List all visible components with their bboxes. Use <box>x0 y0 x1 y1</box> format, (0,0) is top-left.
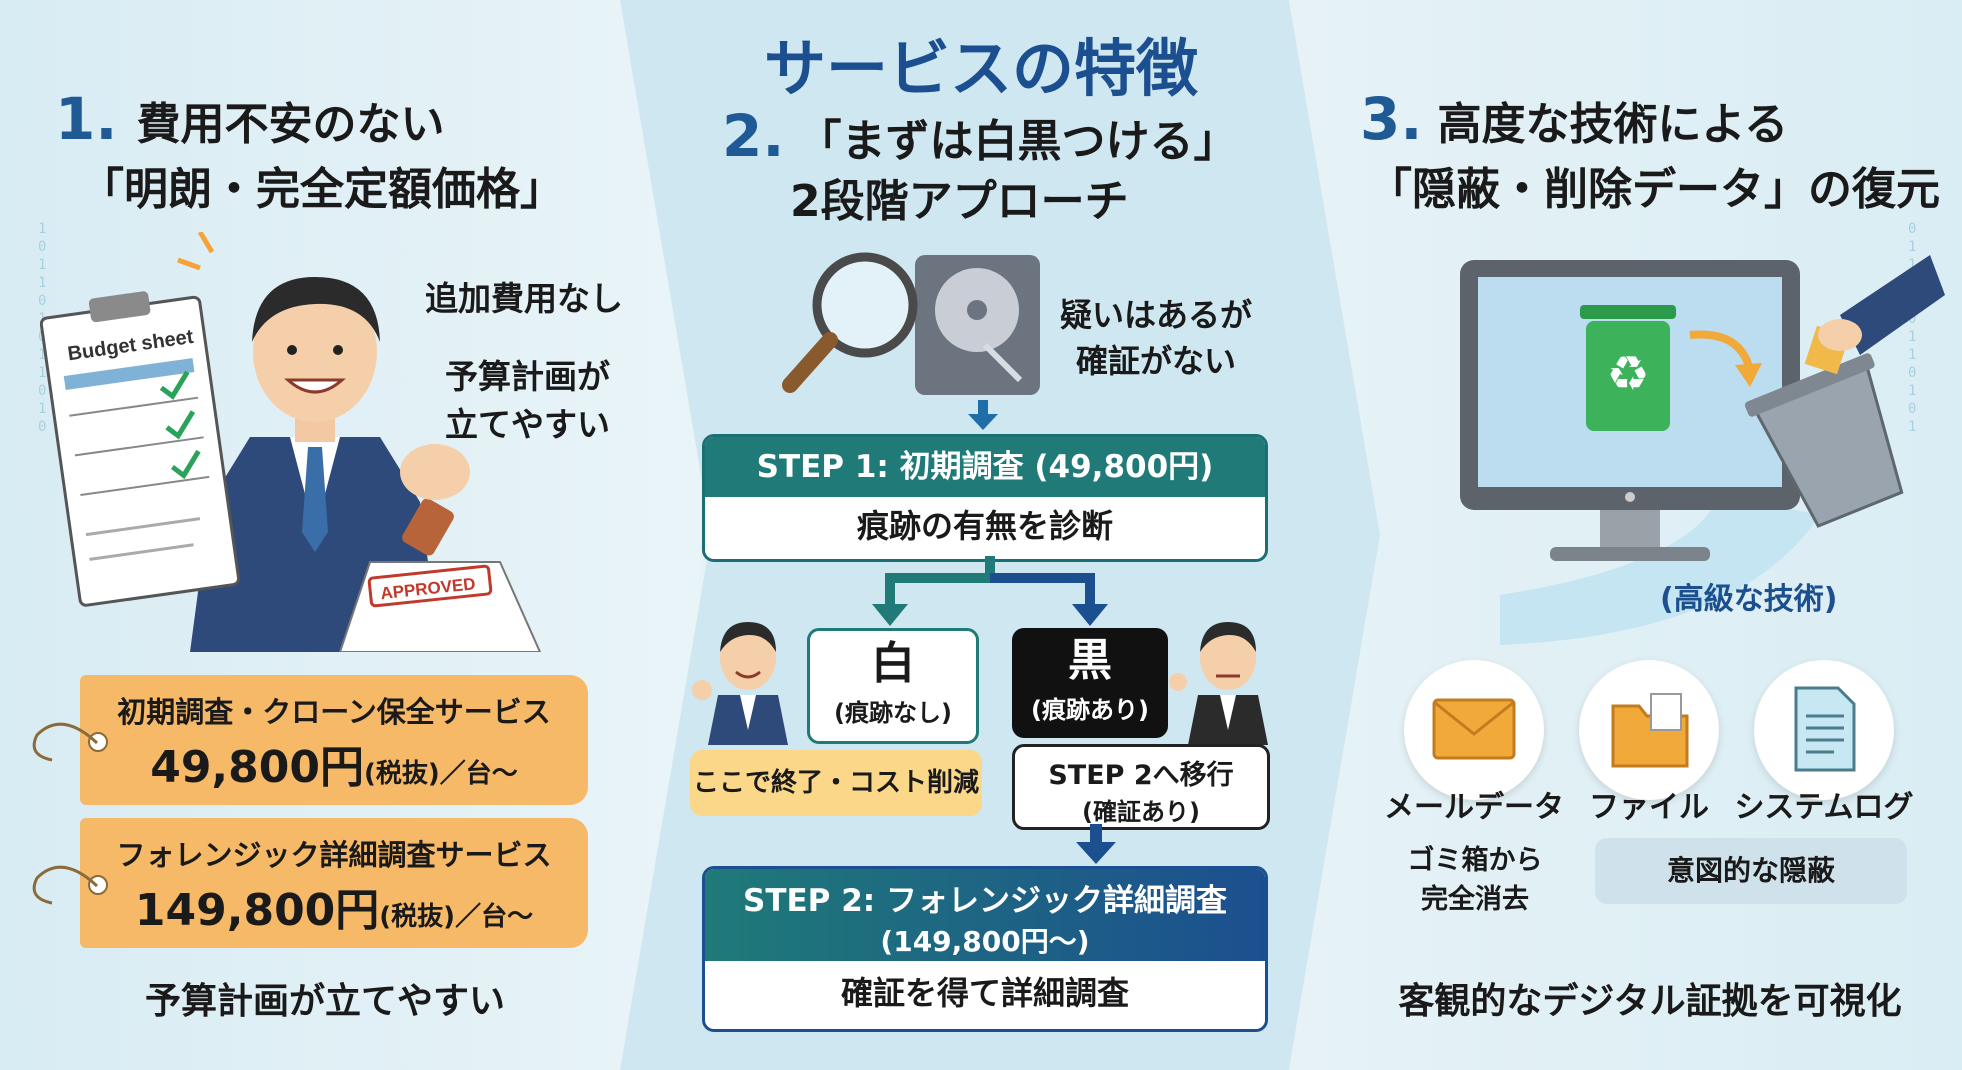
price-unit: ／台〜 <box>455 902 534 932</box>
step2-header-line1: STEP 2: フォレンジック詳細調査 <box>743 883 1227 919</box>
price-value: 149,800円 <box>134 885 380 936</box>
tag-hole-icon <box>88 875 108 895</box>
trash-delete-line2: 完全消去 <box>1421 884 1529 915</box>
tag-string-icon <box>32 865 99 905</box>
col2-number: 2. <box>722 102 785 170</box>
step2-header: STEP 2: フォレンジック詳細調査 (149,800円〜) <box>705 869 1265 961</box>
black-result-box: 黒 (痕跡あり) <box>1012 628 1168 738</box>
col3-number: 3. <box>1360 85 1423 153</box>
tag-string-icon <box>32 722 99 762</box>
magnifier-harddisk-icon <box>782 252 1040 395</box>
step1-card: STEP 1: 初期調査 (49,800円) 痕跡の有無を診断 <box>702 434 1268 562</box>
doubt-text: 疑いはあるが 確証がない <box>1060 290 1252 382</box>
price-tag-forensic: フォレンジック詳細調査サービス 149,800円(税抜)／台〜 <box>80 818 588 948</box>
intentional-hiding-box: 意図的な隠蔽 <box>1595 838 1907 904</box>
col3-heading: 3. 高度な技術による <box>1360 85 1788 155</box>
mail-icon-circle <box>1404 660 1544 800</box>
col1-number: 1. <box>55 85 118 153</box>
white-small-label: (痕跡なし) <box>834 699 952 727</box>
advanced-tech-label: (高級な技術) <box>1660 582 1838 617</box>
trash-delete-text: ゴミ箱から 完全消去 <box>1395 838 1555 916</box>
white-result-box: 白 (痕跡なし) <box>807 628 979 744</box>
price-tax: (税抜) <box>379 902 456 932</box>
document-icon <box>1794 686 1856 772</box>
move-step2-line2: (確証あり) <box>1082 798 1200 826</box>
icon-label-file: ファイル <box>1589 790 1709 825</box>
step2-header-line2: (149,800円〜) <box>880 925 1090 958</box>
col3-title2: 「隠蔽・削除データ」の復元 <box>1368 164 1940 215</box>
icon-label-log: システムログ <box>1734 790 1914 825</box>
step2-card: STEP 2: フォレンジック詳細調査 (149,800円〜) 確証を得て詳細調… <box>702 866 1268 1032</box>
businessman-illustration: Budget sheet APPROVED <box>40 232 542 652</box>
file-icon-circle <box>1579 660 1719 800</box>
step2-body: 確証を得て詳細調査 <box>840 974 1129 1012</box>
col1-title2: 「明朗・完全定額価格」 <box>80 164 564 215</box>
trash-delete-line1: ゴミ箱から <box>1407 845 1543 876</box>
serious-man-illustration <box>1169 622 1268 745</box>
col1-note-budget: 予算計画が 立てやすい <box>445 350 610 446</box>
col3-bottom-text: 客観的なデジタル証拠を可視化 <box>1398 981 1902 1022</box>
col1-note-no-extra: 追加費用なし <box>425 279 623 318</box>
step1-body: 痕跡の有無を診断 <box>856 507 1113 545</box>
svg-text:♻: ♻ <box>1606 346 1649 402</box>
col1-title1: 費用不安のない <box>136 99 445 150</box>
envelope-icon <box>1432 698 1516 760</box>
tag-hole-icon <box>88 732 108 752</box>
monitor-recovery-illustration: ♻ <box>1460 255 1945 645</box>
price-tag-title: 初期調査・クローン保全サービス <box>117 695 551 729</box>
doubt-line1: 疑いはあるが <box>1060 296 1253 334</box>
black-small-label: (痕跡あり) <box>1031 696 1149 724</box>
arrow-down-icon <box>968 400 998 430</box>
step1-header: STEP 1: 初期調査 (49,800円) <box>705 437 1265 497</box>
col2-heading: 2. 「まずは白黒つける」 <box>722 102 1237 172</box>
price-tag-title: フォレンジック詳細調査サービス <box>116 838 552 872</box>
move-step2-box: STEP 2へ移行 (確証あり) <box>1012 744 1270 830</box>
black-big-label: 黒 <box>1068 635 1112 686</box>
col2-title2: 2段階アプローチ <box>790 176 1129 227</box>
white-big-label: 白 <box>871 638 915 689</box>
log-icon-circle <box>1754 660 1894 800</box>
col3-title1: 高度な技術による <box>1437 99 1789 150</box>
col1-note-budget-line1: 予算計画が <box>445 357 610 396</box>
col1-note-budget-line2: 立てやすい <box>445 405 610 444</box>
price-unit: ／台〜 <box>439 759 518 789</box>
branch-arrows-icon <box>872 556 1108 626</box>
main-title: サービスの特徴 <box>763 32 1198 105</box>
end-cost-reduction-box: ここで終了・コスト削減 <box>690 750 982 816</box>
price-tag-price: 49,800円(税抜)／台〜 <box>80 731 588 795</box>
arrow-down-icon <box>1076 824 1116 864</box>
col1-bottom-text: 予算計画が立てやすい <box>144 981 505 1022</box>
col1-heading: 1. 費用不安のない <box>55 85 444 155</box>
col2-title1: 「まずは白黒つける」 <box>797 116 1238 167</box>
relieved-man-illustration <box>692 622 788 745</box>
icon-label-mail: メールデータ <box>1384 790 1564 825</box>
move-step2-line1: STEP 2へ移行 <box>1048 760 1234 791</box>
price-value: 49,800円 <box>150 742 364 793</box>
price-tag-price: 149,800円(税抜)／台〜 <box>80 874 588 938</box>
doubt-line2: 確証がない <box>1076 342 1237 380</box>
price-tag-initial: 初期調査・クローン保全サービス 49,800円(税抜)／台〜 <box>80 675 588 805</box>
price-tax: (税抜) <box>364 759 440 789</box>
folder-icon <box>1611 693 1689 768</box>
